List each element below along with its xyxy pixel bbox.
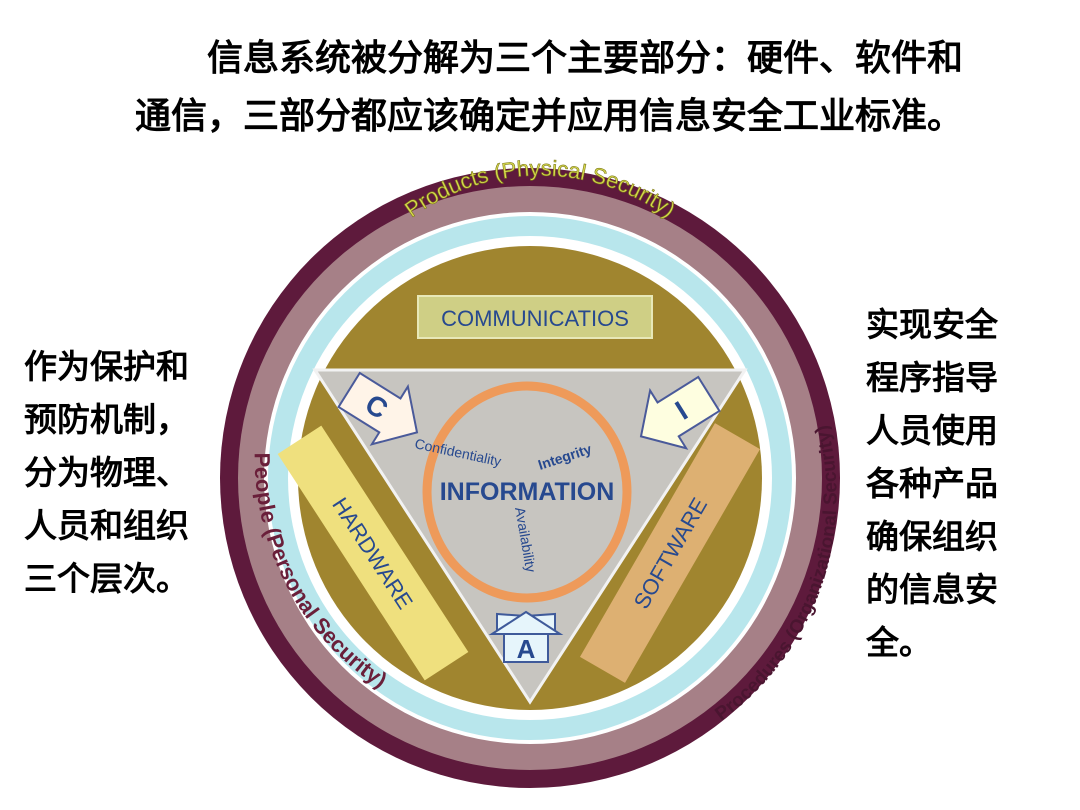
right-text-line: 实现安全 [866, 305, 998, 344]
left-text-line: 作为保护和 [24, 347, 189, 386]
information-label: INFORMATION [440, 478, 615, 506]
right-text-line: 程序指导 [866, 358, 998, 397]
integrity-arrow [639, 375, 721, 450]
availability-arrow-head [488, 610, 564, 635]
software-bar [579, 423, 761, 683]
right-text-line: 各种产品 [866, 464, 998, 503]
arrow-a-label: A [517, 634, 536, 664]
title-line-1: 信息系统被分解为三个主要部分：硬件、软件和 [207, 38, 964, 79]
left-text-line: 预防机制， [24, 400, 189, 439]
left-description: 作为保护和 预防机制， 分为物理、 人员和组织 三个层次。 [24, 340, 189, 605]
right-text-line: 的信息安 [866, 570, 998, 609]
right-text-line: 全。 [866, 623, 932, 662]
information-triangle [312, 368, 748, 705]
right-text-line: 确保组织 [866, 517, 998, 556]
right-description: 实现安全 程序指导 人员使用 各种产品 确保组织 的信息安 全。 [866, 298, 998, 669]
confidentiality-arrow [337, 371, 419, 446]
right-text-line: 人员使用 [866, 411, 998, 450]
title-line-2: 通信，三部分都应该确定并应用信息安全工业标准。 [135, 96, 964, 137]
left-text-line: 分为物理、 [24, 453, 189, 492]
information-ring [422, 381, 632, 603]
hardware-bar [277, 425, 469, 681]
communications-box [417, 295, 653, 339]
left-text-line: 三个层次。 [24, 559, 189, 598]
left-text-line: 人员和组织 [24, 506, 189, 545]
communications-label: COMMUNICATIOS [441, 306, 629, 331]
